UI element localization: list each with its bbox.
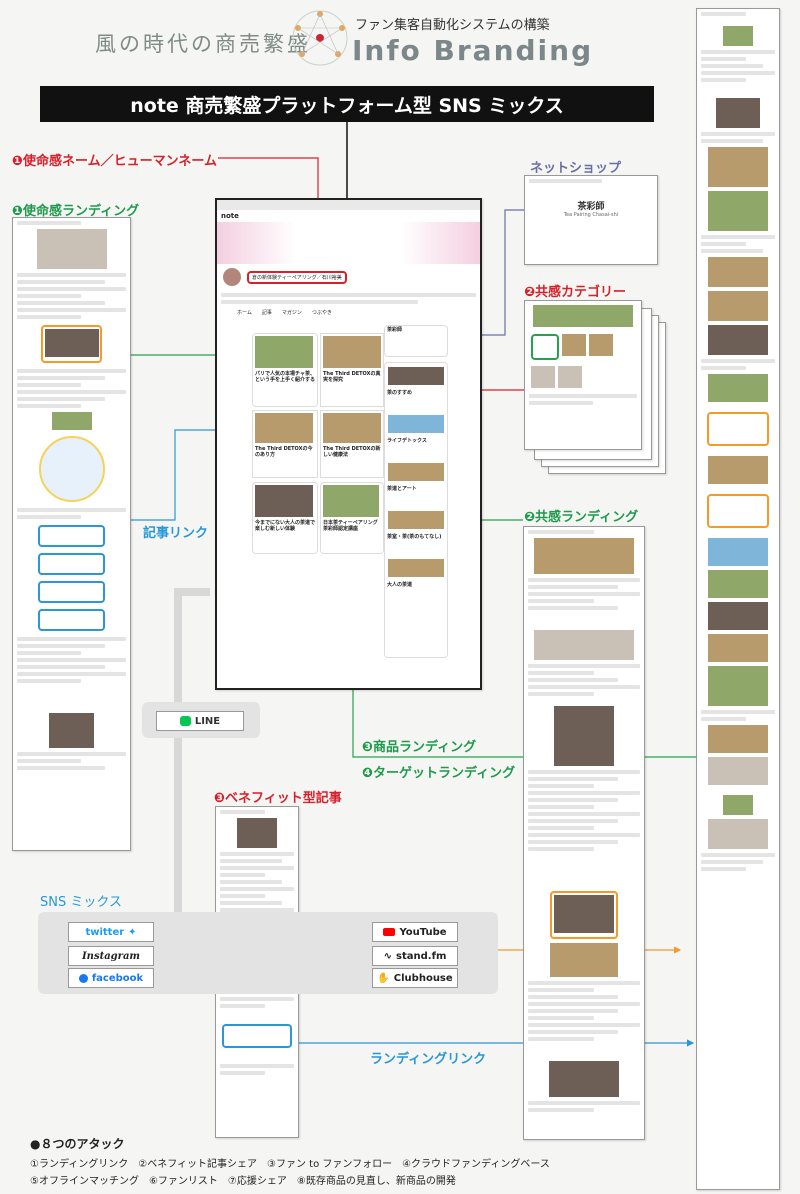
standfm-button[interactable]: ∿ stand.fm xyxy=(372,946,458,966)
note-card-5[interactable]: 今までにない大人の茶道で楽しむ新しい体験 xyxy=(252,482,318,554)
side-item-3[interactable]: 茶道とアート xyxy=(387,486,417,492)
header-subtitle: ファン集客自動化システムの構築 xyxy=(355,18,550,33)
label-landing-link: ランディングリンク xyxy=(370,1052,487,1067)
title-banner: note 商売繁盛プラットフォーム型 SNS ミックス xyxy=(40,86,654,122)
youtube-icon xyxy=(383,928,396,936)
line-icon xyxy=(179,716,191,726)
attacks-line-2: ⑤オフラインマッチング ⑥ファンリスト ⑦応援シェア ⑧既存商品の見直し、新商品… xyxy=(30,1176,456,1187)
label-benefit-article: ❸ベネフィット型記事 xyxy=(214,791,342,806)
label-mission-name: ❶使命感ネーム／ヒューマンネーム xyxy=(12,154,217,169)
side-item-1[interactable]: 茶のすすめ xyxy=(387,390,413,396)
net-shop-screenshot: 茶彩師 Tea Pairing Chasai-shi xyxy=(524,175,658,265)
clubhouse-button[interactable]: ✋ Clubhouse xyxy=(372,968,458,988)
empathy-landing-screenshot xyxy=(523,526,645,1140)
note-card-4[interactable]: The Third DETOXの新しい健康法 xyxy=(320,410,384,478)
line-button[interactable]: LINE xyxy=(156,711,244,731)
network-logo-icon xyxy=(290,8,350,68)
header-brand: Info Branding xyxy=(352,34,594,67)
note-logo: note xyxy=(221,212,239,220)
label-empathy-landing: ❷共感ランディング xyxy=(524,510,639,525)
youtube-button[interactable]: YouTube xyxy=(372,922,458,942)
side-item-4[interactable]: 茶室・茶(茶のもてなし) xyxy=(387,534,442,540)
label-net-shop: ネットショップ xyxy=(530,161,622,176)
tab-home[interactable]: ホーム xyxy=(237,310,252,316)
wave-icon: ∿ xyxy=(383,950,393,962)
twitter-button[interactable]: twitter✦ xyxy=(68,922,154,942)
right-long-screenshot xyxy=(696,8,780,1190)
note-card-1[interactable]: パリで人気の本場チャ茶、という手を上手く紹介する xyxy=(252,333,318,407)
note-shop-link[interactable]: 茶彩師 xyxy=(384,325,448,357)
attacks-heading: ●８つのアタック xyxy=(30,1137,125,1151)
shop-brand: 茶彩師 xyxy=(577,202,605,212)
note-tabs: ホーム 記事 マガジン つぶやき xyxy=(217,307,480,318)
facebook-icon xyxy=(78,973,88,983)
shop-sub: Tea Pairing Chasai-shi xyxy=(563,212,619,218)
header-slogan: 風の時代の商売繁盛 xyxy=(95,32,311,56)
attacks-line-1: ①ランディングリンク ②ベネフィット記事シェア ③ファン to ファンフォロー … xyxy=(30,1159,550,1170)
note-card-6[interactable]: 日本茶ティーペアリング茶彩師認定講座 xyxy=(320,482,384,554)
tab-articles[interactable]: 記事 xyxy=(261,310,272,316)
label-sns-mix: SNS ミックス xyxy=(40,895,122,910)
instagram-button[interactable]: Instagram xyxy=(68,946,154,966)
note-card-2[interactable]: The Third DETOXの真実を探究 xyxy=(320,333,384,407)
hand-wave-icon: ✋ xyxy=(377,972,390,984)
side-item-5[interactable]: 大人の茶道 xyxy=(387,582,413,588)
twitter-bird-icon: ✦ xyxy=(128,926,137,938)
profile-name: 倉の新体験ティーペアリング／石川裕美 xyxy=(247,270,347,284)
label-empathy-category: ❷共感カテゴリー xyxy=(524,285,627,300)
note-side-categories: 茶のすすめ ライフデトックス 茶道とアート 茶室・茶(茶のもてなし) 大人の茶道 xyxy=(384,362,448,658)
side-item-2[interactable]: ライフデトックス xyxy=(387,438,427,444)
note-card-3[interactable]: The Third DETOXの今のあり方 xyxy=(252,410,318,478)
label-product-landing: ❸商品ランディング xyxy=(362,740,477,755)
label-article-link: 記事リンク xyxy=(143,526,209,541)
label-mission-landing: ❶使命感ランディング xyxy=(12,204,140,219)
avatar xyxy=(223,268,241,286)
empathy-category-screenshot xyxy=(524,300,642,450)
tab-tweets[interactable]: つぶやき xyxy=(311,310,332,316)
facebook-button[interactable]: facebook xyxy=(68,968,154,988)
label-target-landing: ❹ターゲットランディング xyxy=(362,766,516,781)
tab-magazine[interactable]: マガジン xyxy=(281,310,302,316)
note-header-image xyxy=(217,222,480,264)
mission-landing-screenshot xyxy=(12,217,131,851)
